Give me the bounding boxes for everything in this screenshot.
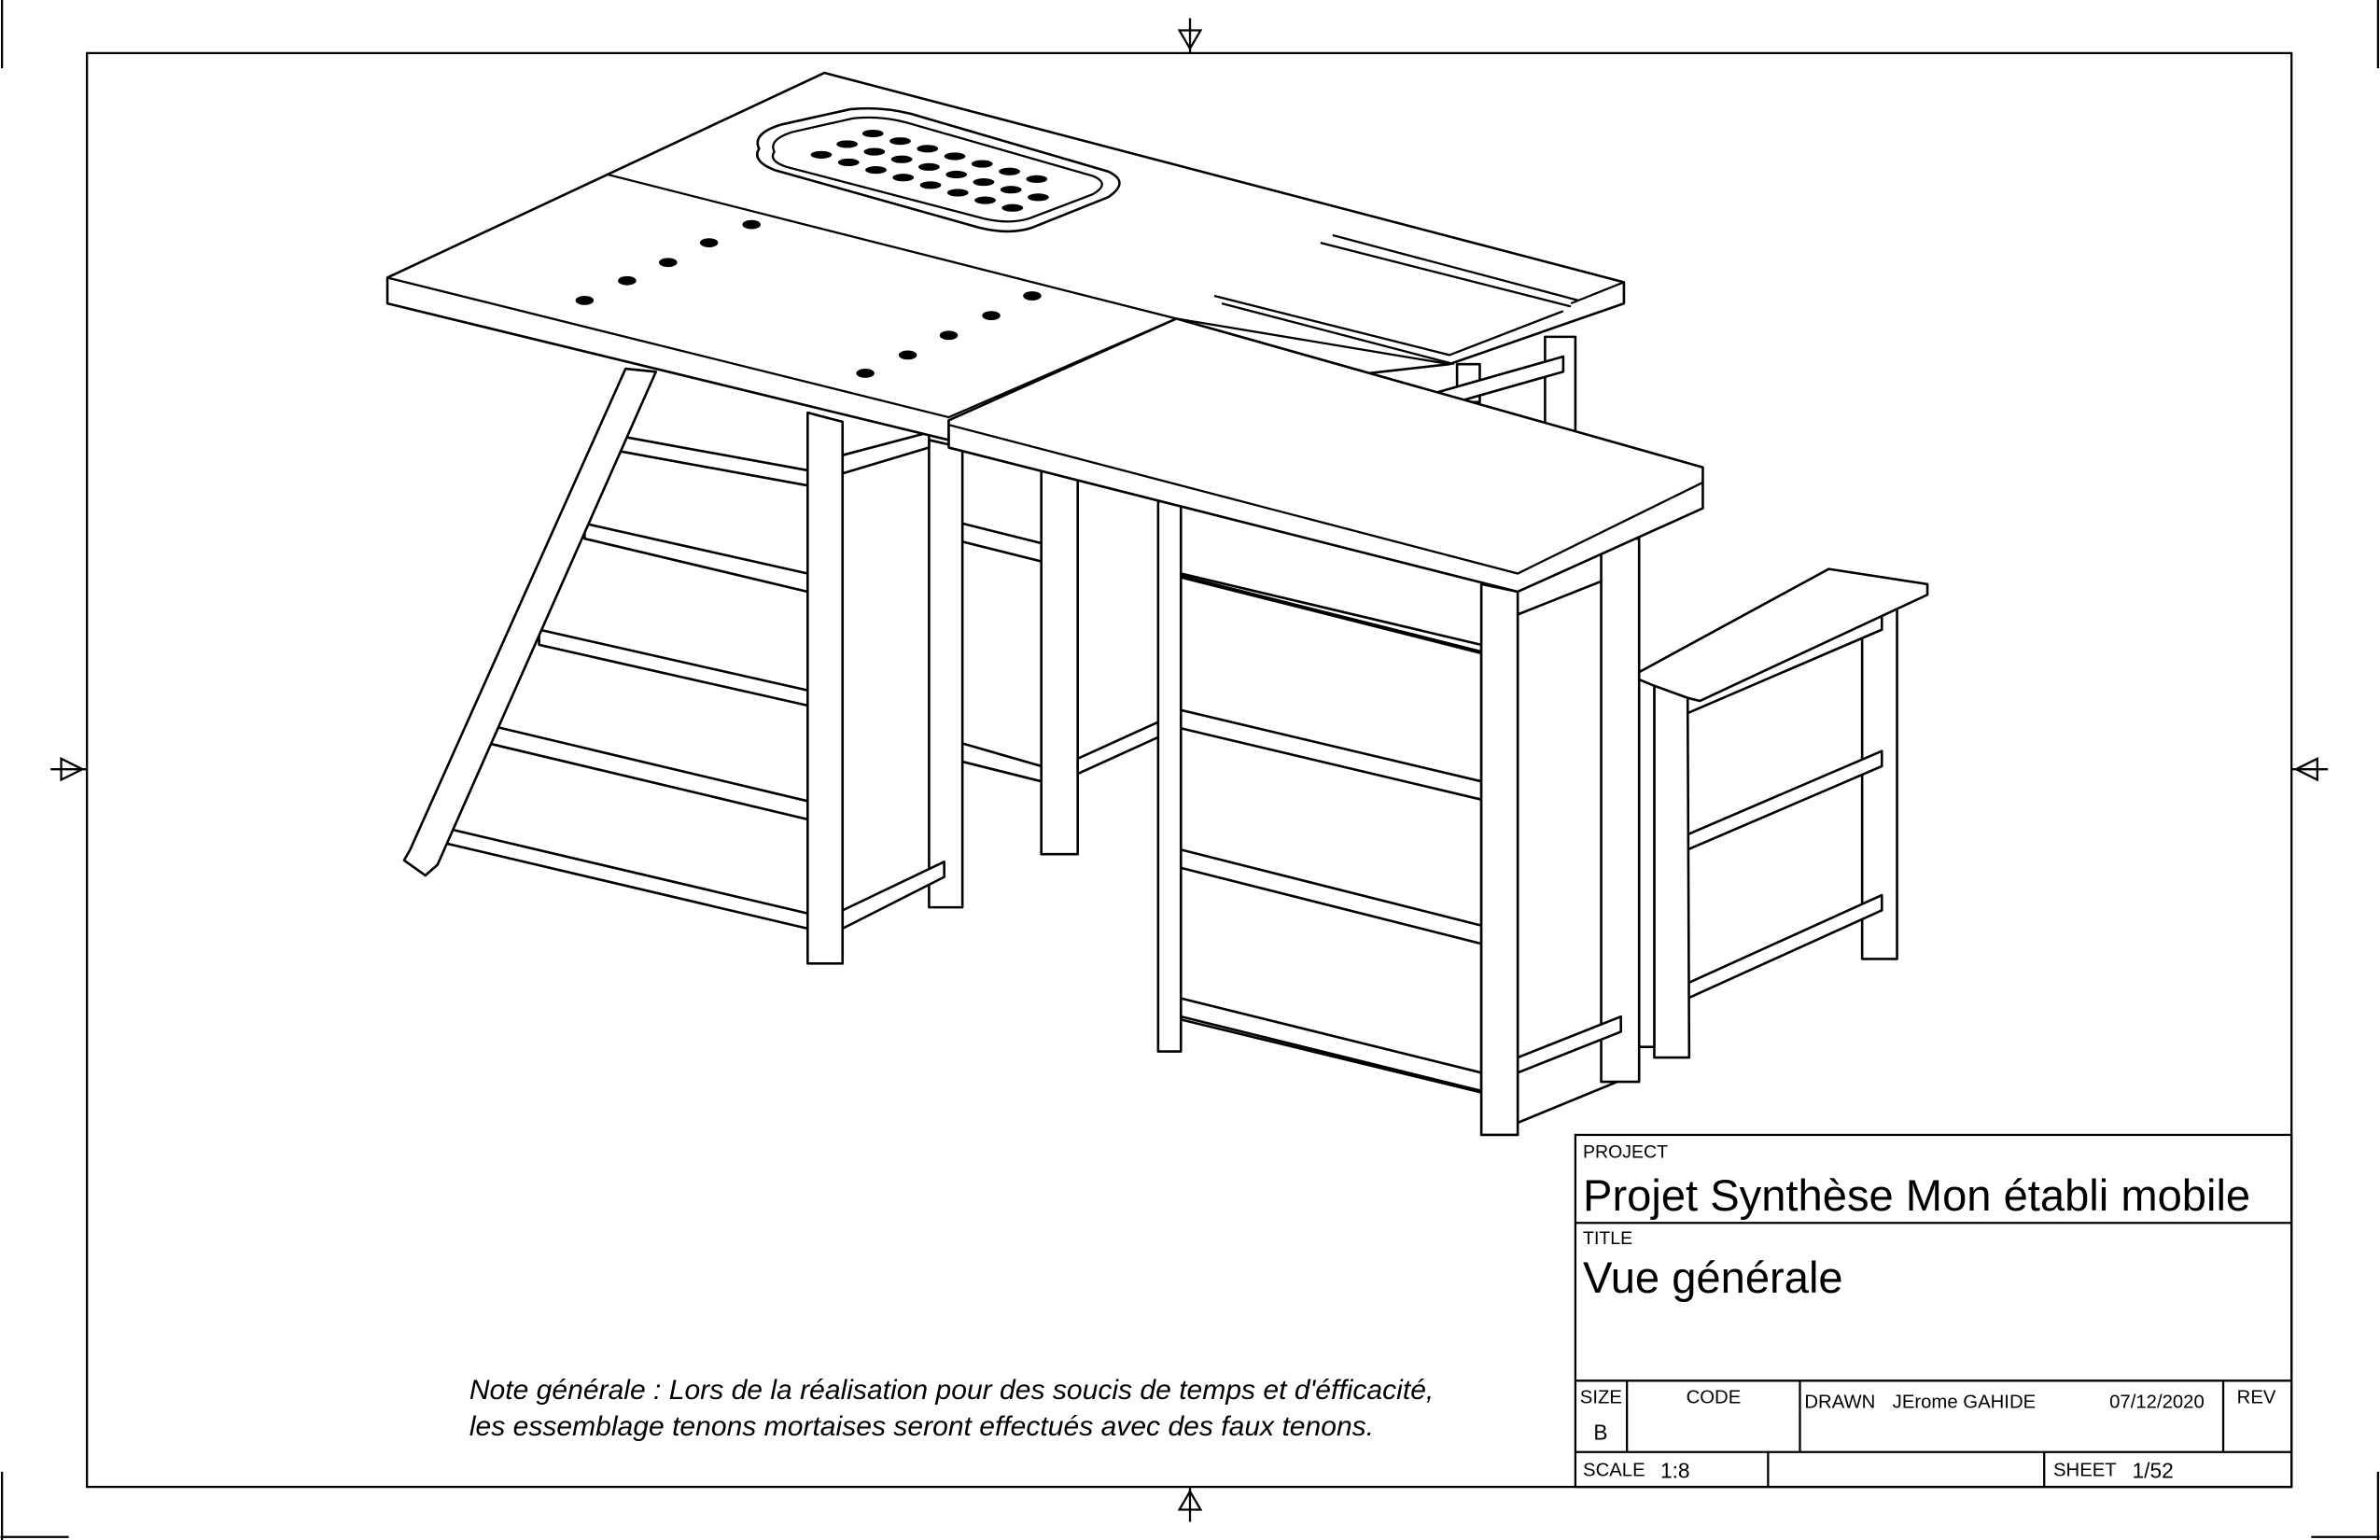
scale-value: 1:8 [1660, 1458, 1690, 1482]
note-line-2: les essemblage tenons mortaises seront e… [469, 1411, 1374, 1442]
dog-holes [575, 219, 1042, 378]
title-block: PROJECT Projet Synthèse Mon établi mobil… [1574, 1133, 2293, 1489]
drawing-title: Vue générale [1583, 1253, 1843, 1302]
general-note: Note générale : Lors de la réalisation p… [469, 1375, 1434, 1442]
rev-label: REV [2237, 1388, 2276, 1408]
sheet-label: SHEET [2053, 1461, 2117, 1481]
front-table [947, 317, 1704, 1137]
drawn-by: JErome GAHIDE [1893, 1393, 2037, 1413]
project-name: Projet Synthèse Mon établi mobile [1583, 1170, 2250, 1220]
vent-tray [756, 106, 1121, 233]
scale-label: SCALE [1583, 1461, 1645, 1481]
code-label: CODE [1687, 1388, 1742, 1408]
title-label: TITLE [1583, 1228, 1632, 1249]
vent-slots [810, 129, 1049, 212]
main-worktop [385, 71, 1626, 441]
small-cabinet [1634, 567, 1929, 1059]
size-value: B [1593, 1421, 1607, 1445]
note-line-1: Note générale : Lors de la réalisation p… [469, 1375, 1434, 1406]
size-label: SIZE [1580, 1388, 1622, 1408]
drawn-label: DRAWN [1804, 1393, 1875, 1413]
sheet-value: 1/52 [2133, 1458, 2174, 1482]
project-label: PROJECT [1583, 1141, 1668, 1162]
drawn-date: 07/12/2020 [2109, 1393, 2205, 1413]
left-table-frame [402, 367, 1163, 965]
